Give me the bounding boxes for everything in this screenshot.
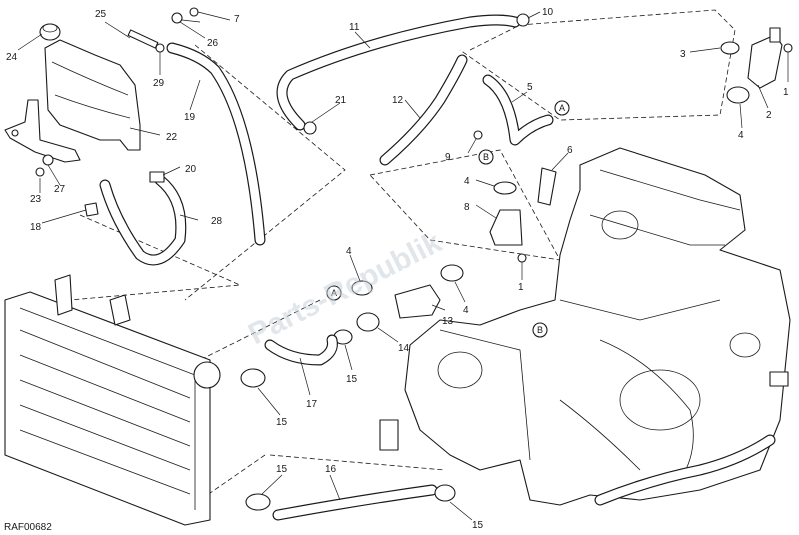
leader-lines [17, 11, 789, 521]
part-number-labels: 24 25 7 26 29 19 22 20 28 18 27 23 11 21… [6, 7, 789, 531]
tank-hoses [84, 42, 266, 266]
reference-code: RAF00682 [4, 522, 52, 533]
part-number-label: 15 [346, 374, 358, 385]
part-number-label: 6 [567, 145, 573, 156]
part-number-label: 15 [276, 464, 288, 475]
radiator-cap [193, 361, 221, 389]
clamp-4-b [440, 264, 464, 282]
screw-1-top [783, 43, 793, 53]
part-number-label: 2 [766, 110, 772, 121]
part-number-label: 24 [6, 52, 18, 63]
part-number-label: 4 [346, 246, 352, 257]
part-number-label: 18 [30, 222, 42, 233]
radiator [4, 274, 221, 526]
part-number-label: 13 [442, 316, 454, 327]
bolt-9 [473, 130, 483, 140]
part-number-label: 17 [306, 399, 318, 410]
part-number-label: 23 [30, 194, 42, 205]
part-number-label: 28 [211, 216, 223, 227]
part-number-label: 22 [166, 132, 178, 143]
callout-a-mid [326, 285, 342, 301]
gasket-4 [493, 181, 517, 195]
part-number-label: 15 [276, 417, 288, 428]
clamp-21 [303, 121, 317, 135]
outlet-fitting-8 [489, 209, 523, 246]
callout-a-mid-label: A [331, 288, 337, 298]
clamp-15-c [245, 493, 271, 511]
hose-11 [276, 13, 530, 135]
part-number-label: 10 [542, 7, 554, 18]
callout-markers: A B A B [326, 100, 570, 338]
part-number-label: 20 [185, 164, 197, 175]
screw-7 [189, 7, 199, 17]
tank-bracket [4, 99, 81, 163]
clamp-4-a [351, 280, 373, 296]
washer-26 [171, 12, 183, 24]
lower-hose-group [245, 484, 456, 521]
radiator-bracket [54, 274, 73, 316]
part-number-label: 5 [527, 82, 533, 93]
tank-washer-27 [42, 154, 54, 166]
part-number-label: 12 [392, 95, 404, 106]
callout-b-top-label: B [483, 152, 489, 162]
callout-b-mid [532, 322, 548, 338]
part-number-label: 1 [518, 282, 524, 293]
callout-b-mid-label: B [537, 325, 543, 335]
vent-pipe-25 [127, 29, 159, 49]
thermostat-13-group [240, 264, 464, 388]
o-ring-3 [720, 41, 740, 55]
part-number-label: 15 [472, 520, 484, 531]
part-number-label: 9 [445, 152, 451, 163]
hose-12-pipe-5 [379, 54, 557, 263]
o-ring-14 [356, 312, 380, 332]
expansion-tank [44, 39, 141, 151]
callout-a-top-label: A [559, 103, 565, 113]
engine-block [379, 147, 791, 506]
part-number-label: 4 [738, 130, 744, 141]
thermostat-housing-2 [747, 34, 783, 89]
part-number-label: 14 [398, 343, 410, 354]
part-number-label: 4 [464, 176, 470, 187]
thermostat-group-top [720, 27, 793, 104]
part-number-label: 29 [153, 78, 165, 89]
clamp-10 [516, 13, 530, 27]
part-number-label: 11 [349, 22, 360, 33]
clamp-18 [84, 202, 99, 217]
screw-1-mid [517, 253, 527, 263]
tank-screw-23 [35, 167, 45, 177]
expansion-tank-group [4, 7, 199, 177]
part-number-label: 25 [95, 9, 107, 20]
callout-b-top [478, 149, 494, 165]
part-number-label: 26 [207, 38, 219, 49]
part-number-label: 19 [184, 112, 196, 123]
callout-a-top [554, 100, 570, 116]
part-number-label: 3 [680, 49, 686, 60]
part-number-label: 27 [54, 184, 66, 195]
clamp-15-b [240, 368, 266, 388]
temperature-sensor-6 [537, 167, 557, 206]
part-number-label: 7 [234, 14, 240, 25]
clamp-20 [149, 171, 165, 183]
part-number-label: 1 [783, 87, 789, 98]
part-number-label: 16 [325, 464, 337, 475]
part-number-label: 8 [464, 202, 470, 213]
thermostat-13 [394, 284, 441, 319]
radiator-fan-connector [109, 294, 131, 326]
clamp-15-d [434, 484, 456, 502]
part-number-label: 4 [463, 305, 469, 316]
clamp-4-top [726, 86, 750, 104]
part-number-label: 21 [335, 95, 347, 106]
